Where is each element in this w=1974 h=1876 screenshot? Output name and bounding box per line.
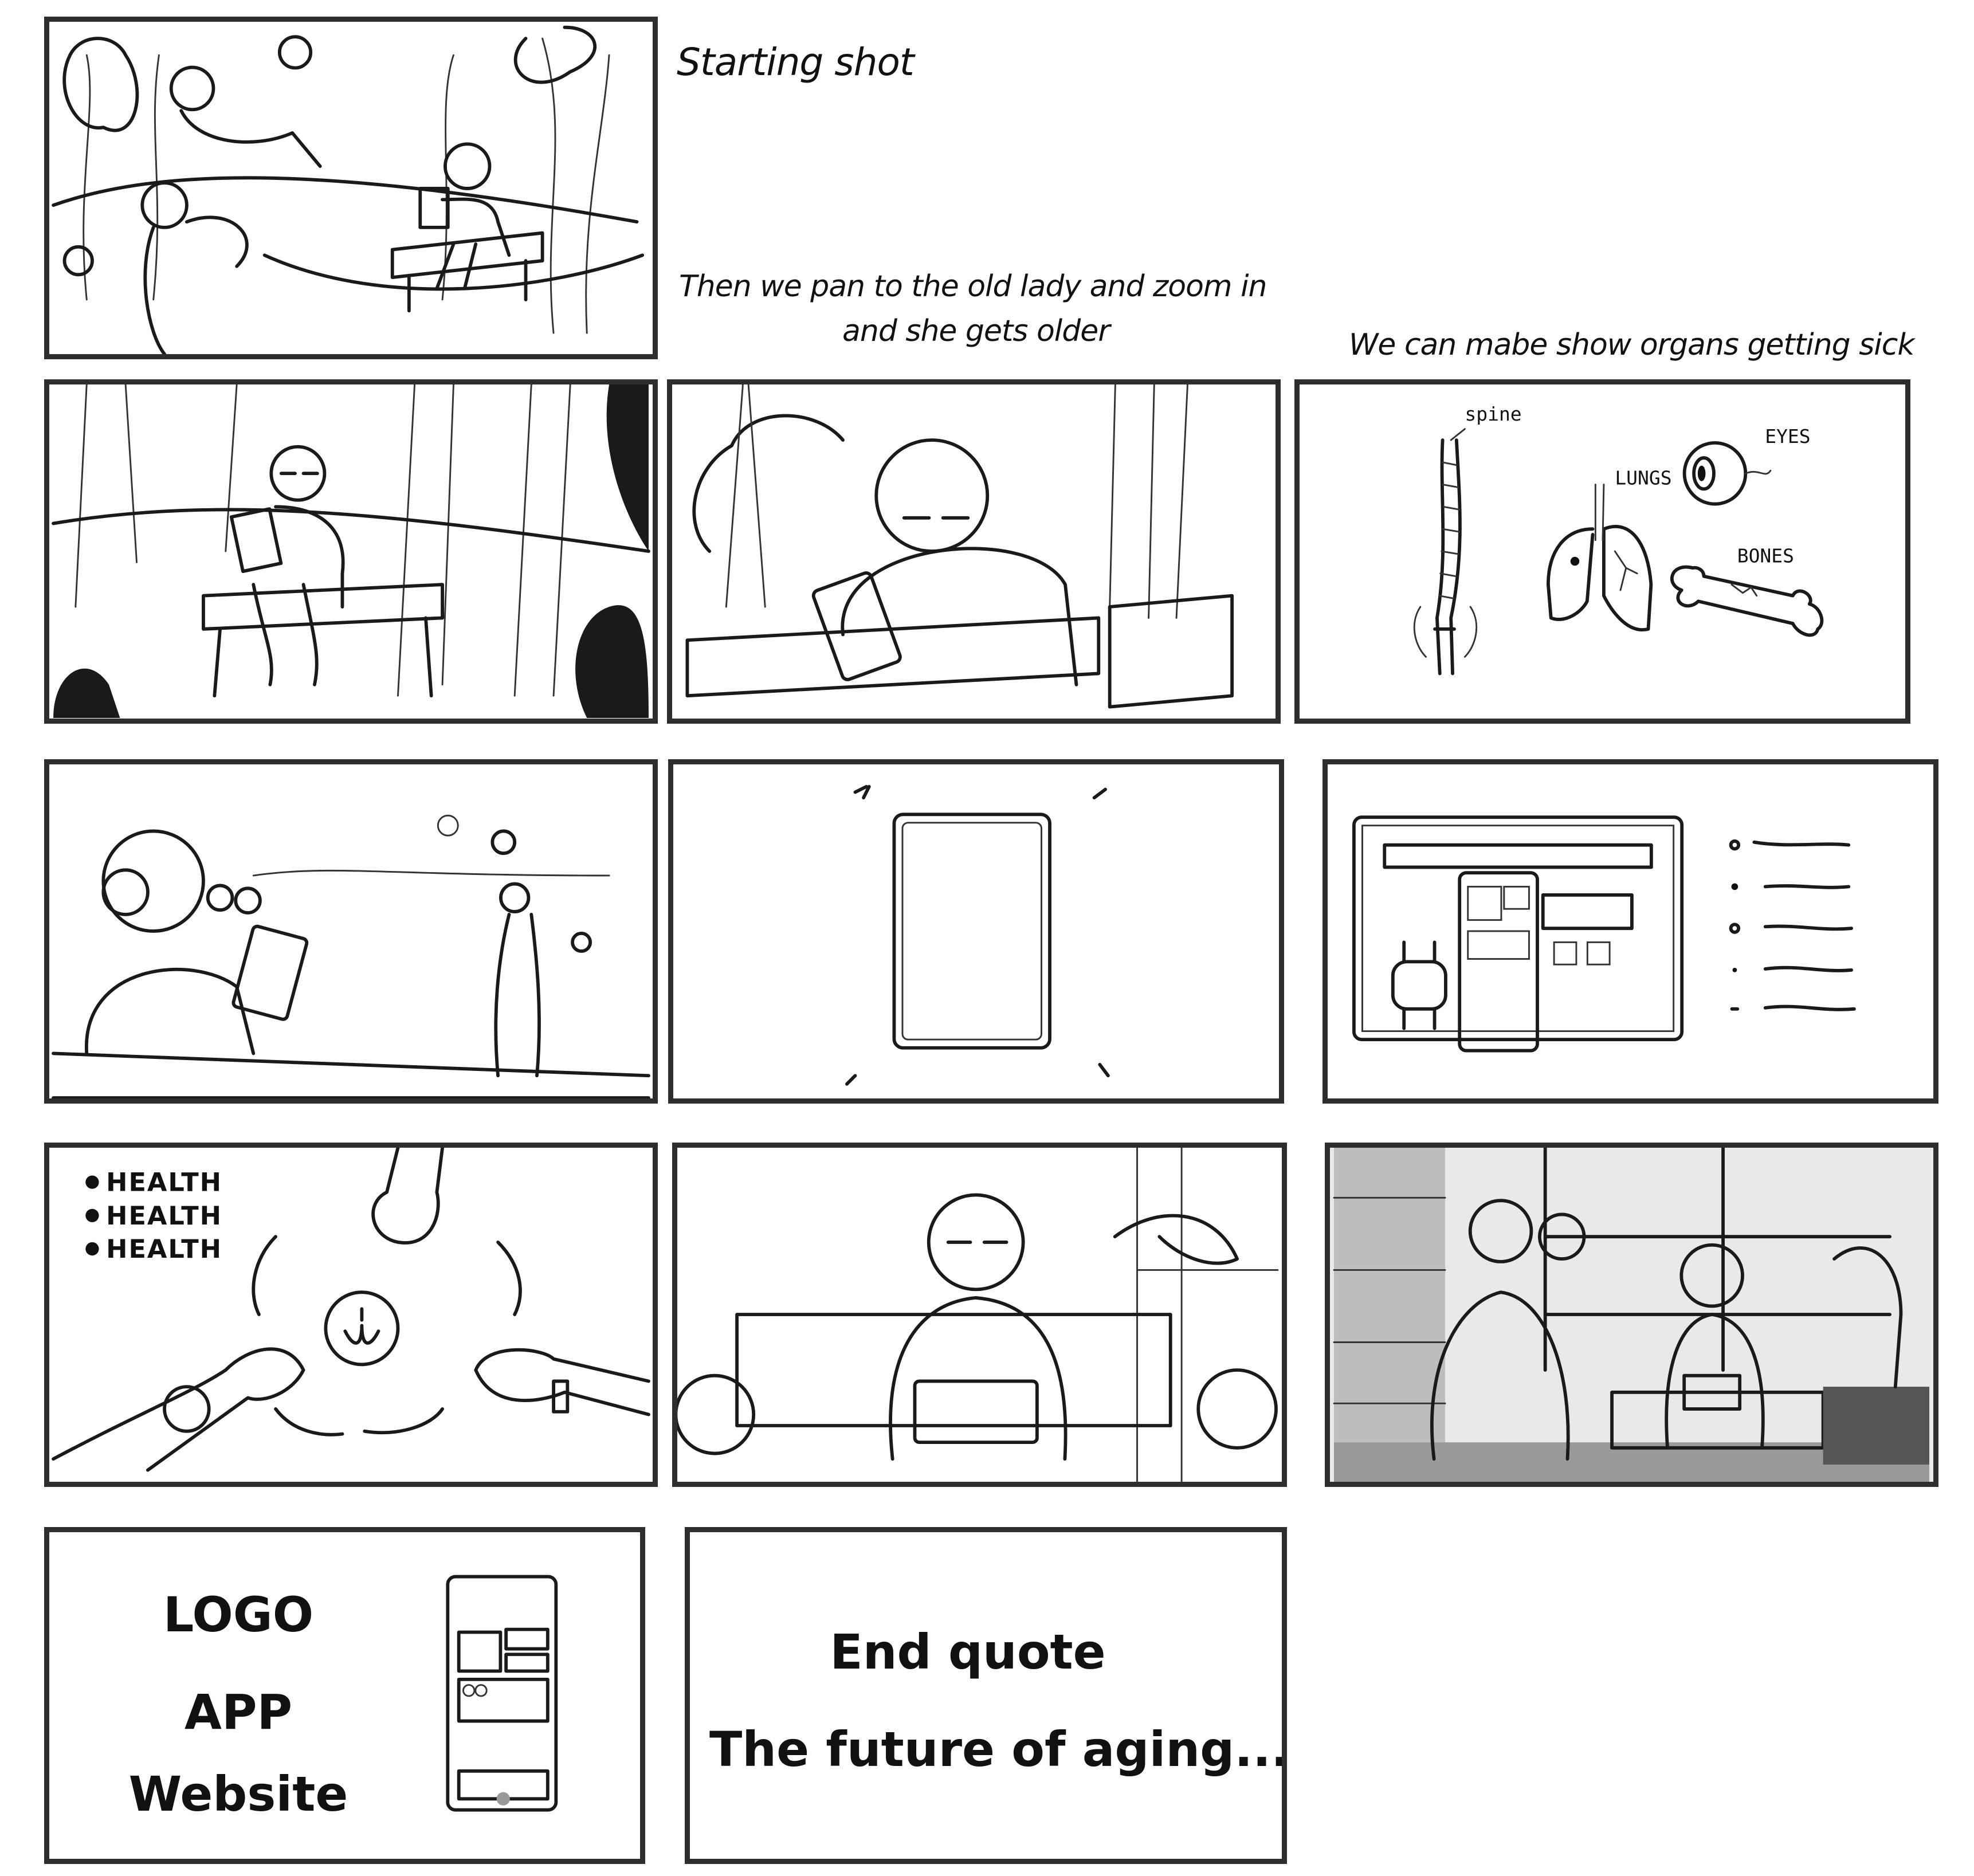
phone-sketch [446,1575,558,1812]
panel-logo-app-website: LOGO APP Website [44,1527,645,1864]
health-item: HEALTH [106,1201,222,1231]
health-item: HEALTH [106,1234,222,1264]
monitor-sketch [1352,815,1684,1042]
watch-sketch [1391,960,1447,1011]
zoom-arrows [845,784,1110,1086]
spine-drawing [1413,428,1478,676]
park-scene-sketch [52,25,645,354]
tagline-text: The future of aging... [709,1721,1287,1777]
lungs-drawing [1547,484,1653,631]
label-eyes: EYES [1765,425,1810,448]
app-text: APP [184,1684,293,1740]
note-pan-line1: Then we pan to the old lady and zoom in [679,269,1267,304]
panel-old-lady-bench [44,379,658,724]
child-head [169,65,215,112]
old-lady-closeup-sketch [685,384,1234,709]
tablet-sketch [231,924,309,1021]
health-list: HEALTH HEALTH HEALTH [85,1168,222,1264]
note-starting-shot: Starting shot [677,40,915,84]
eye-drawing [1682,441,1772,506]
panel-over-shoulder [44,759,658,1104]
phone-sketch [1458,871,1539,1053]
panel-old-lady-sofa [672,1143,1287,1487]
ball [62,245,94,277]
tablet-sketch [418,187,450,229]
sun-icon [437,814,459,837]
panel-tablet-zoom [668,759,1284,1104]
app-logo-circle [324,1290,400,1367]
panel-health-wearables: HEALTH HEALTH HEALTH [44,1143,658,1487]
old-lady-head [443,142,492,190]
end-quote-text: End quote [830,1624,1106,1680]
label-lungs: LUNGS [1615,467,1671,489]
panel-family-living-room [1325,1143,1938,1487]
panel-end-quote: End quote The future of aging... [685,1527,1287,1864]
note-organs: We can mabe show organs getting sick [1349,328,1914,362]
panel-devices [1322,759,1938,1104]
father-head [140,181,189,229]
panel-organs: spine LUNGS EYES BONES [1294,379,1910,724]
label-bones: BONES [1737,544,1794,567]
watch-sketch [163,1385,211,1433]
feature-list-sketch [1729,839,1856,1011]
note-pan-line2: and she gets older [842,314,1110,348]
tablet-sketch [913,1379,1039,1445]
logo-text: LOGO [163,1587,314,1643]
health-item: HEALTH [106,1168,222,1198]
old-lady-bench-sketch [52,384,650,719]
tablet-sketch [811,571,902,681]
label-spine: spine [1465,403,1521,425]
panel-old-lady-closeup [667,379,1281,724]
website-text: Website [128,1766,348,1822]
sun-icon [277,35,313,70]
panel-starting-shot [44,17,658,359]
tablet-frame [892,813,1051,1050]
bone-drawing [1670,565,1824,637]
